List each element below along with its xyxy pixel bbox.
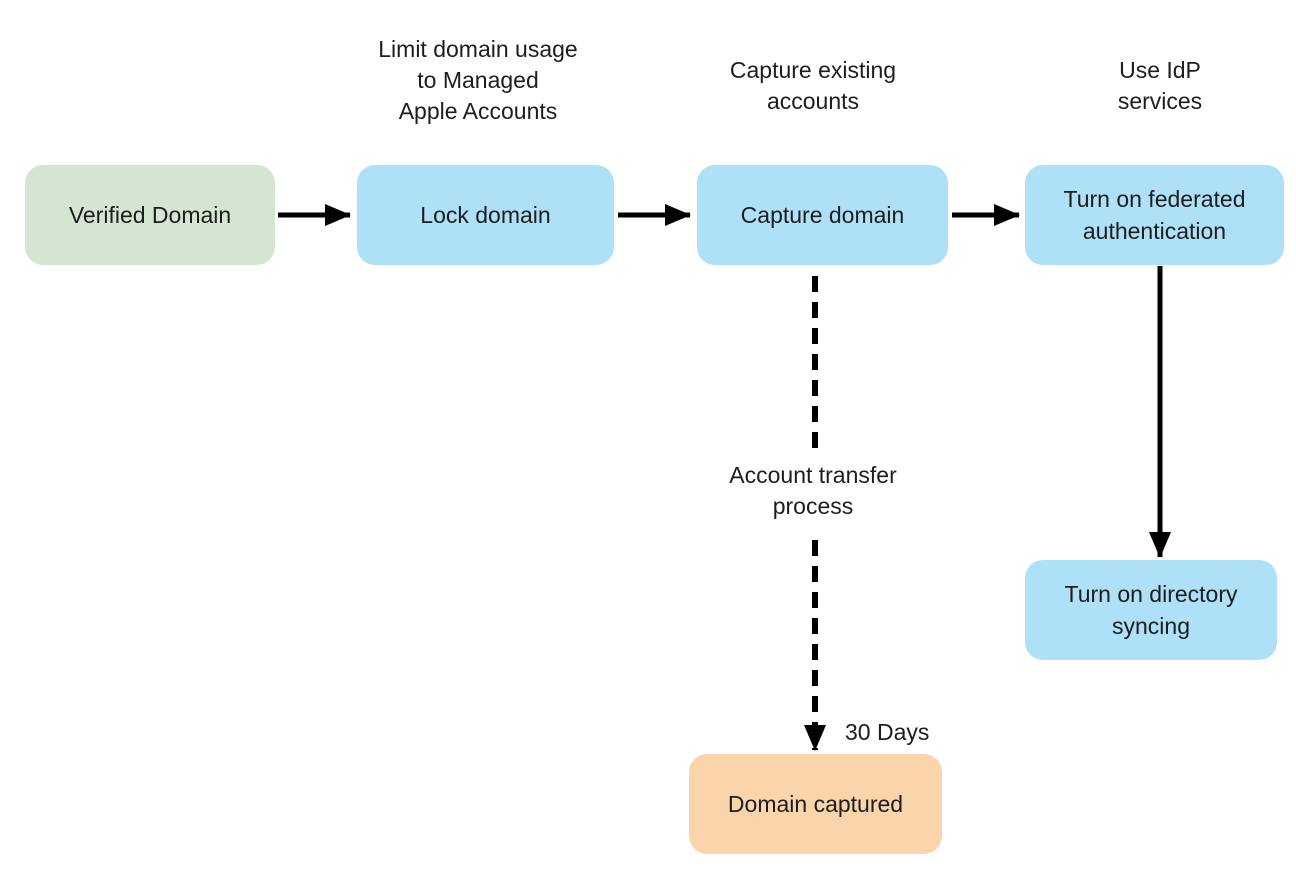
annotation-lock-domain: Limit domain usage to Managed Apple Acco… — [378, 36, 578, 124]
node-lock-domain-label: Lock domain — [420, 202, 551, 228]
node-directory-syncing: Turn on directory syncing — [1025, 560, 1277, 660]
node-capture-domain: Capture domain — [697, 165, 948, 265]
node-domain-captured-label: Domain captured — [727, 791, 904, 817]
node-capture-domain-label: Capture domain — [740, 202, 905, 228]
node-federated-auth: Turn on federated authentication — [1025, 165, 1284, 265]
node-lock-domain: Lock domain — [357, 165, 614, 265]
annotation-capture-domain: Capture existing accounts — [729, 57, 897, 114]
annotation-federated-auth: Use IdP services — [1117, 57, 1203, 114]
node-domain-captured: Domain captured — [689, 754, 942, 854]
node-verified-domain-label: Verified Domain — [68, 202, 232, 228]
node-verified-domain: Verified Domain — [25, 165, 275, 265]
node-directory-syncing-label: Turn on directory syncing — [1064, 581, 1238, 639]
node-federated-auth-label: Turn on federated authentication — [1063, 186, 1246, 244]
annotation-transfer-process: Account transfer process — [729, 462, 897, 519]
label-30-days: 30 Days — [845, 719, 930, 745]
